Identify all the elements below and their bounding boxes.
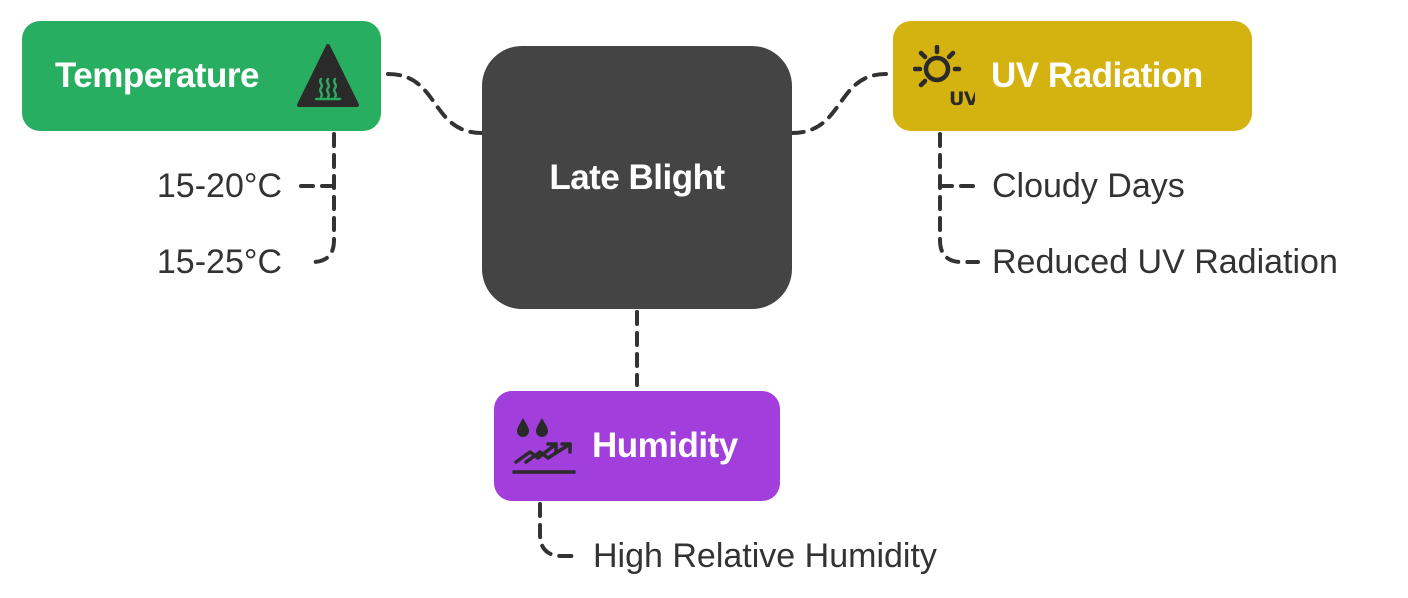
connector-uv-center: [790, 72, 888, 135]
late-blight-label: Late Blight: [549, 157, 725, 197]
temperature-label: Temperature: [55, 56, 259, 95]
humidity-item: High Relative Humidity: [593, 537, 937, 575]
uv-item: Reduced UV Radiation: [992, 243, 1338, 281]
temperature-node: Temperature: [22, 21, 381, 131]
humidity-label: Humidity: [592, 426, 738, 465]
humidity-node: Humidity: [494, 391, 780, 501]
late-blight-node: Late Blight: [482, 46, 792, 309]
connector-temperature-items: [310, 132, 336, 264]
connector-temperature-center: [386, 72, 484, 135]
connector-humidity-item: [538, 502, 580, 558]
uv-radiation-label: UV Radiation: [991, 56, 1203, 95]
uv-item: Cloudy Days: [992, 167, 1185, 205]
temperature-item: 15-25°C: [156, 243, 282, 281]
uv-sun-icon: UV: [913, 45, 975, 107]
heat-warning-icon: [297, 44, 359, 107]
humidity-rise-icon: [512, 418, 576, 474]
svg-text:UV: UV: [949, 88, 975, 107]
connector-uv-items: [938, 132, 980, 264]
temperature-item: 15-20°C: [156, 167, 282, 205]
uv-radiation-node: UV UV Radiation: [893, 21, 1252, 131]
